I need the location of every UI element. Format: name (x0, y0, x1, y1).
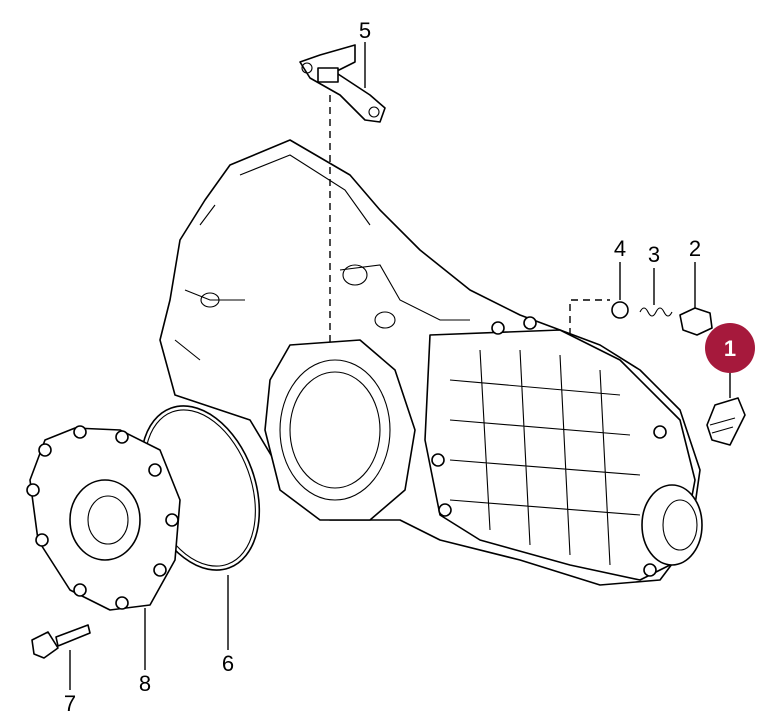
callout-2[interactable]: 2 (689, 236, 701, 261)
part-1-switch (706, 397, 746, 446)
callout-3[interactable]: 3 (648, 242, 660, 267)
assembly-line (569, 299, 610, 335)
part-5-bracket (299, 44, 386, 123)
part-7-bolt (31, 624, 91, 659)
callout-5[interactable]: 5 (359, 18, 371, 43)
transmission-housing (159, 139, 703, 586)
parts-2-3-4 (611, 301, 713, 336)
callout-1-highlight[interactable] (705, 323, 755, 373)
callout-1[interactable]: 1 (724, 336, 736, 361)
part-8-cover (26, 425, 181, 611)
callout-6[interactable]: 6 (222, 651, 234, 676)
callout-7[interactable]: 7 (64, 691, 76, 716)
leader-lines (69, 42, 731, 690)
callout-4[interactable]: 4 (614, 236, 626, 261)
callout-8[interactable]: 8 (139, 671, 151, 696)
